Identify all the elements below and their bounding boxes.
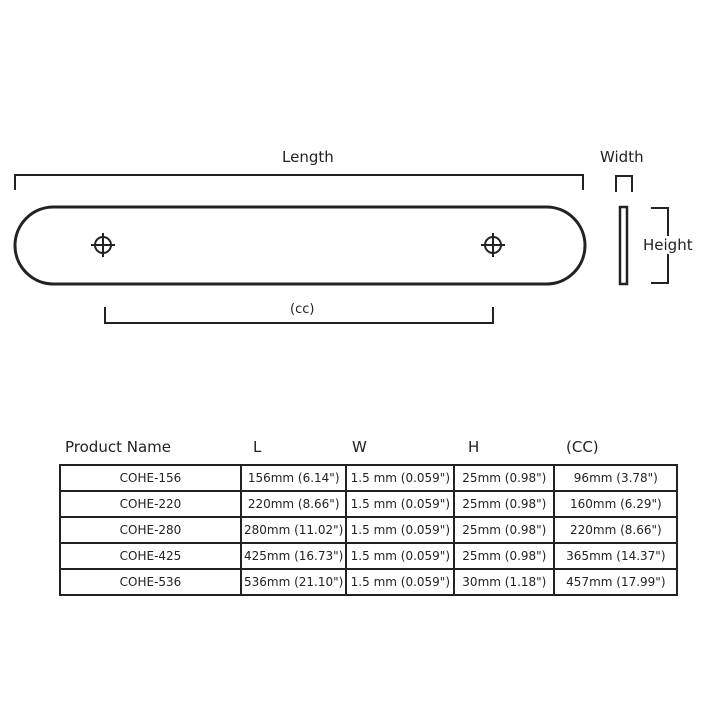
cell-cc: 160mm (6.29") [553, 490, 679, 518]
cell-width: 1.5 mm (0.059") [345, 516, 456, 544]
header-l: L [253, 438, 262, 456]
cell-width: 1.5 mm (0.059") [345, 490, 456, 518]
cell-height: 25mm (0.98") [453, 464, 556, 492]
header-h: H [468, 438, 480, 456]
cell-product-name: COHE-425 [59, 542, 242, 570]
cell-length: 536mm (21.10") [239, 568, 348, 596]
header-product-name: Product Name [65, 438, 171, 456]
cell-height: 30mm (1.18") [453, 568, 556, 596]
header-w: W [352, 438, 367, 456]
length-bracket [14, 174, 584, 190]
header-cc: (CC) [566, 438, 599, 456]
handle-side-view [618, 205, 629, 286]
mounting-hole-left-icon [91, 233, 115, 257]
height-label: Height [643, 236, 693, 254]
mounting-hole-right-icon [481, 233, 505, 257]
cell-product-name: COHE-156 [59, 464, 242, 492]
cell-height: 25mm (0.98") [453, 542, 556, 570]
cell-cc: 457mm (17.99") [553, 568, 679, 596]
cell-width: 1.5 mm (0.059") [345, 568, 456, 596]
cell-cc: 96mm (3.78") [553, 464, 679, 492]
cell-length: 156mm (6.14") [239, 464, 348, 492]
cell-height: 25mm (0.98") [453, 516, 556, 544]
cell-length: 425mm (16.73") [239, 542, 348, 570]
cell-product-name: COHE-536 [59, 568, 242, 596]
cc-label: (cc) [290, 302, 315, 317]
cell-cc: 220mm (8.66") [553, 516, 679, 544]
cell-cc: 365mm (14.37") [553, 542, 679, 570]
cc-bracket [104, 307, 494, 324]
cell-width: 1.5 mm (0.059") [345, 464, 456, 492]
cell-product-name: COHE-220 [59, 490, 242, 518]
cell-length: 280mm (11.02") [239, 516, 348, 544]
length-label: Length [282, 148, 334, 166]
handle-front-view [13, 205, 587, 286]
width-label: Width [600, 148, 644, 166]
cell-length: 220mm (8.66") [239, 490, 348, 518]
cell-product-name: COHE-280 [59, 516, 242, 544]
cell-height: 25mm (0.98") [453, 490, 556, 518]
cell-width: 1.5 mm (0.059") [345, 542, 456, 570]
width-bracket [615, 175, 633, 192]
